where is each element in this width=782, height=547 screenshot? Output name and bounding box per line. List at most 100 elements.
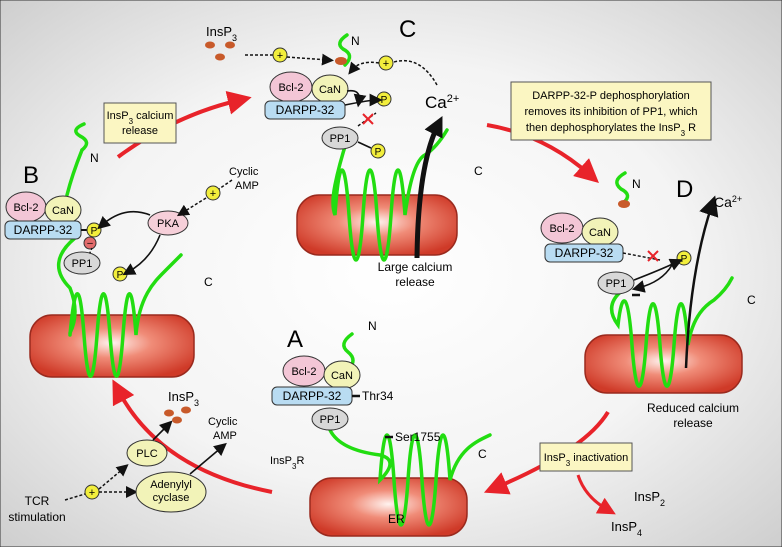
panel-letter-d: D	[676, 176, 693, 203]
can-label-a: CaN	[331, 370, 353, 382]
insp3r-label: InsP3R	[270, 455, 304, 471]
tcr-label-line1: TCR	[25, 494, 50, 508]
ca-label-c: Ca2+	[425, 93, 459, 112]
n-terminus-a: N	[368, 319, 377, 333]
insp3-release-line1: InsP3 calcium	[107, 110, 174, 126]
phospho-p-label-c2: P	[375, 147, 382, 158]
pp1-node-c	[321, 126, 359, 150]
insp3-release-box-frame	[103, 102, 177, 144]
insp3-label-tcr: InsP3	[168, 389, 199, 408]
darpp-explanation-line3: then dephosphorylates the InsP3 R	[526, 122, 696, 138]
p-to-pp1-arrow-d	[631, 264, 673, 293]
pp1-node-a	[311, 407, 349, 431]
receptor-tm-loops-c	[331, 128, 449, 262]
plus-tcr-label: +	[89, 487, 95, 499]
cyclic-amp-label-tcr-line1: Cyclic	[208, 416, 238, 428]
tcr-pathway: + PLC Adenylyl cyclase	[64, 406, 227, 513]
insp2-label: InsP2	[634, 489, 665, 508]
insp3-dot-tcr3	[172, 416, 182, 424]
receptor-tm-loops-d	[609, 276, 734, 388]
minus-inhibit-b	[83, 236, 97, 250]
darpp-to-pp1-dash-b	[88, 247, 93, 256]
adenylyl-label-line1: Adenylyl	[150, 479, 192, 491]
receptor-strands	[56, 33, 734, 527]
insp3-dot-c2	[225, 41, 235, 49]
insp3-inactivation-text: InsP3 inactivation	[544, 452, 629, 468]
plc-label: PLC	[136, 448, 157, 460]
phospho-p-label-c1: P	[381, 95, 388, 106]
darpp32-node-c	[264, 100, 346, 120]
pp1-label-d: PP1	[606, 278, 627, 290]
er-label: ER	[388, 512, 405, 526]
insp3-bound-d	[618, 200, 630, 208]
panel-c-complex: + Bcl-2 CaN DARPP-32 PP1 P P +	[205, 41, 443, 259]
phospho-p-label-d: P	[681, 254, 688, 265]
darpp-pp1-dash-d	[622, 252, 661, 261]
panel-a-complex: Bcl-2 CaN DARPP-32 PP1	[271, 355, 393, 439]
phospho-p-label-b2: P	[117, 270, 124, 281]
ser1755-label: Ser1755	[395, 430, 441, 444]
pka-to-pp1-arrow	[122, 234, 161, 276]
darpp-explanation-line1: DARPP-32-P dephosphorylation	[532, 90, 690, 102]
insp3-dot-c3	[215, 53, 225, 61]
c-terminus-c: C	[474, 164, 483, 178]
insp3-to-receptor-arrow-c	[286, 53, 334, 66]
darpp-explanation-box-frame	[510, 81, 712, 141]
panel-d-complex: Bcl-2 CaN DARPP-32 PP1 P	[540, 195, 719, 369]
thr34-label: Thr34	[362, 389, 394, 403]
er-body-d	[584, 334, 743, 394]
inhibition-cross-c	[362, 113, 374, 125]
insp4-label: InsP4	[611, 519, 642, 538]
panel-letters: B C D A	[23, 16, 693, 353]
can-label-c: CaN	[319, 84, 341, 96]
darpp32-label-b: DARPP-32	[14, 223, 73, 237]
bcl2-label-a: Bcl-2	[291, 366, 316, 378]
darpp32-label-a: DARPP-32	[283, 389, 342, 403]
large-release-arrow	[414, 116, 443, 259]
receptor-tm-loops-a	[328, 428, 492, 527]
phospho-p-c2	[370, 143, 386, 159]
insp3-inactivation-box-frame	[539, 442, 633, 472]
darpp32-label-d: DARPP-32	[555, 246, 614, 260]
darpp32-label-c: DARPP-32	[276, 103, 335, 117]
ca-feedback-dash-c2	[348, 61, 380, 75]
tcr-to-plus-dash	[64, 493, 86, 501]
plc-node	[126, 439, 168, 467]
insp3-inactivation-box: InsP3 inactivation	[539, 442, 633, 472]
bcl2-label-b: Bcl-2	[13, 202, 38, 214]
cyclic-amp-label-tcr-line2: AMP	[213, 430, 237, 442]
cycle-arrow-b-to-c	[116, 91, 252, 159]
insp3-dot-c1	[205, 41, 215, 49]
ca-feedback-dash-c1	[393, 60, 438, 86]
receptor-nterm-b	[74, 122, 89, 152]
plus-camp-label-b: +	[210, 188, 216, 200]
ca-label-d: Ca2+	[714, 194, 742, 210]
plus-insp3-label-c: +	[277, 50, 283, 62]
terminus-labels: N N N N C C C C	[90, 34, 756, 461]
plus-ca-feedback-label-c: +	[383, 58, 389, 70]
large-release-line1: Large calcium	[378, 260, 453, 274]
adenylyl-label-line2: cyclase	[153, 492, 190, 504]
insp3-dot-tcr2	[181, 406, 191, 414]
large-release-line2: release	[395, 275, 435, 289]
cycle-arrow-c-to-d	[486, 123, 599, 183]
pka-to-darpp-arrow	[97, 210, 151, 230]
receptor-tm-loops-b	[68, 253, 183, 378]
pp1-label-b: PP1	[72, 258, 93, 270]
reduced-release-arrow	[684, 195, 719, 369]
minus-inhibit-label-b: –	[87, 238, 93, 249]
can-label-b: CaN	[52, 205, 74, 217]
inactivation-branch-arrow	[576, 474, 616, 515]
c-terminus-d: C	[747, 293, 756, 307]
insp3-label-c: InsP3	[206, 24, 237, 43]
plus-camp-b	[205, 185, 221, 201]
pp1-label-a: PP1	[320, 414, 341, 426]
insp3-bound-c	[335, 57, 347, 65]
cyclic-amp-label-b-line1: Cyclic	[229, 166, 259, 178]
pp1-label-c: PP1	[330, 133, 351, 145]
cycle-arrow-a-to-b	[112, 379, 273, 494]
reduced-release-line1: Reduced calcium	[647, 401, 739, 415]
n-terminus-d: N	[632, 177, 641, 191]
